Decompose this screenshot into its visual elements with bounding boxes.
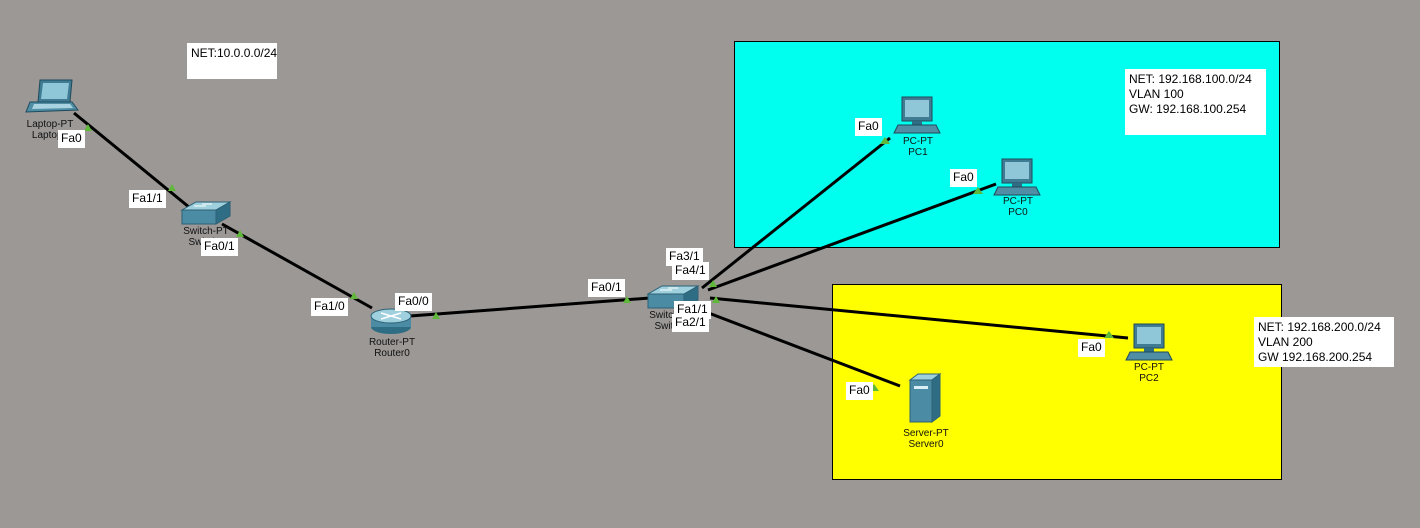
device-type: Switch-PT <box>183 226 229 237</box>
device-name: Laptop0 <box>31 130 69 141</box>
link-light <box>236 230 244 237</box>
port-label-sw1-fa4-1: Fa4/1 <box>672 262 709 280</box>
pc0-label: PC-PT PC0 <box>978 196 1058 218</box>
device-name: PC1 <box>908 147 928 158</box>
device-type: Router-PT <box>368 337 416 348</box>
link-light <box>1104 331 1114 338</box>
laptop-label: Laptop-PT Laptop0 <box>10 119 90 141</box>
router0-label: Router-PT Router0 <box>352 337 432 359</box>
device-name: PC2 <box>1139 373 1159 384</box>
pc2-label: PC-PT PC2 <box>1109 362 1189 384</box>
port-label-r0-fa1-0: Fa1/0 <box>311 298 348 316</box>
link-light <box>168 184 176 191</box>
switch-icon[interactable] <box>180 201 232 225</box>
port-label-sw1-fa2-1: Fa2/1 <box>672 314 709 332</box>
pc-icon[interactable] <box>993 158 1041 196</box>
port-label-sw0-fa0-1: Fa0/1 <box>201 238 238 256</box>
device-type: PC-PT <box>903 136 933 147</box>
note-net-10[interactable]: NET:10.0.0.0/24 <box>187 43 277 79</box>
note-line: GW 192.168.200.254 <box>1258 350 1373 364</box>
link-light <box>712 296 720 303</box>
pc1-label: PC-PT PC1 <box>878 136 958 158</box>
link-light <box>973 187 983 194</box>
link-router0-switch1[interactable] <box>409 296 651 318</box>
device-name: Server0 <box>908 439 944 450</box>
port-label-sw0-fa1-1: Fa1/1 <box>129 190 166 208</box>
port-label-r0-fa0-0: Fa0/0 <box>395 293 432 311</box>
note-line: NET: 192.168.200.0/24 <box>1258 320 1381 334</box>
device-name: Router0 <box>374 348 410 359</box>
link-light <box>709 280 717 287</box>
link-switch0-router0[interactable] <box>221 222 373 310</box>
link-light <box>432 312 440 319</box>
device-type: PC-PT <box>1003 196 1033 207</box>
port-label-server-fa0: Fa0 <box>846 382 873 400</box>
link-switch1-pc0[interactable] <box>707 182 997 292</box>
device-type: Laptop-PT <box>26 119 74 130</box>
port-label-laptop-fa0: Fa0 <box>58 130 85 148</box>
server0-label: Server-PT Server0 <box>886 428 966 450</box>
device-name: Switch1 <box>632 321 712 332</box>
note-line: NET: 192.168.100.0/24 <box>1129 72 1252 86</box>
link-light <box>350 292 358 299</box>
port-label-sw1-fa0-1: Fa0/1 <box>588 279 625 297</box>
link-light <box>623 296 631 303</box>
router-icon[interactable] <box>370 308 412 334</box>
note-vlan100[interactable]: NET: 192.168.100.0/24 VLAN 100 GW: 192.1… <box>1125 69 1266 135</box>
device-type: PC-PT <box>1134 362 1164 373</box>
server-icon[interactable] <box>908 373 942 423</box>
port-label-pc1-fa0: Fa0 <box>855 118 882 136</box>
note-vlan200[interactable]: NET: 192.168.200.0/24 VLAN 200 GW 192.16… <box>1254 317 1394 367</box>
note-line: VLAN 200 <box>1258 335 1313 349</box>
laptop-icon[interactable] <box>25 79 79 113</box>
link-light <box>84 124 92 131</box>
link-switch1-pc2[interactable] <box>709 296 1129 340</box>
pc-icon[interactable] <box>893 96 941 134</box>
device-name: PC0 <box>1008 207 1028 218</box>
link-switch1-pc1[interactable] <box>701 136 891 290</box>
note-line: GW: 192.168.100.254 <box>1129 102 1247 116</box>
pc-icon[interactable] <box>1125 323 1173 361</box>
port-label-pc0-fa0: Fa0 <box>950 169 977 187</box>
link-light <box>880 137 890 144</box>
note-line: VLAN 100 <box>1129 87 1184 101</box>
device-type: Server-PT <box>903 428 949 439</box>
link-switch1-server0[interactable] <box>705 310 901 388</box>
port-label-sw1-fa3-1: Fa3/1 <box>666 248 703 266</box>
port-label-pc2-fa0: Fa0 <box>1078 339 1105 357</box>
link-laptop-switch0[interactable] <box>73 111 196 214</box>
